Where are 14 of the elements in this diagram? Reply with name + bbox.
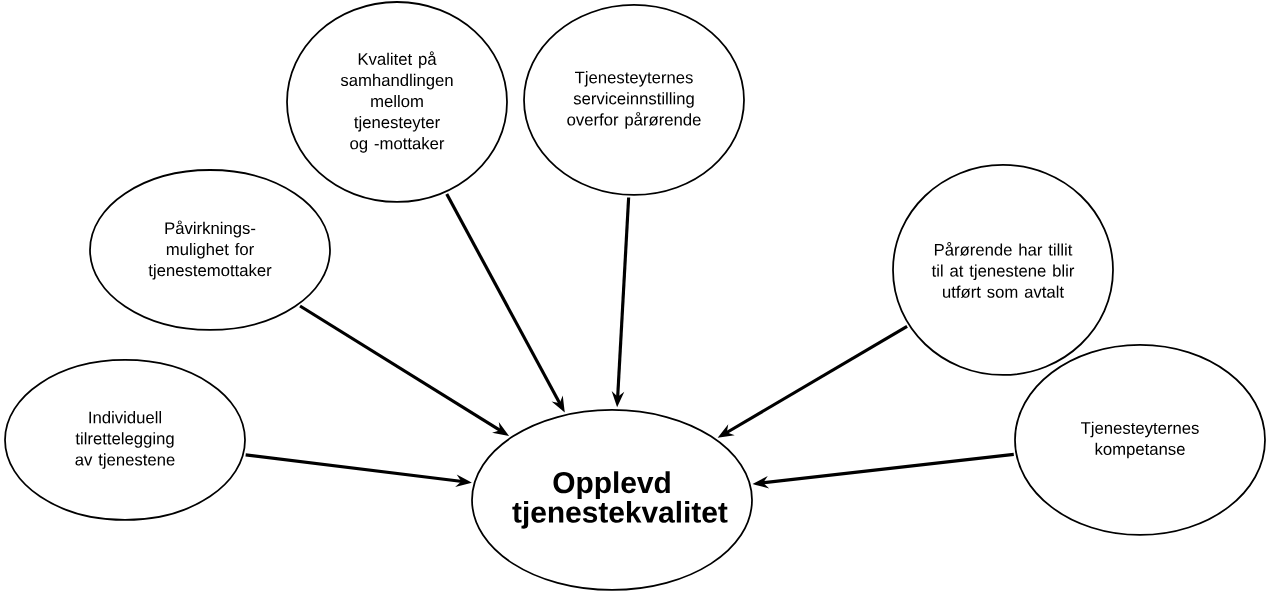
ellipse-node — [523, 4, 745, 196]
node-text: Kvalitet på samhandlingen mellom tjenesteyter og -mottaker — [340, 51, 453, 153]
ellipse-node — [471, 409, 753, 591]
ellipse-node — [89, 169, 331, 331]
ellipse-node — [892, 164, 1114, 376]
node-text: Tjenesteyternes serviceinnstilling overfor pårørende — [567, 71, 701, 129]
node-text: Tjenesteyternes kompetanse — [1081, 421, 1199, 459]
node-text: Individuell tilrettelegging av tjenestene — [75, 411, 175, 469]
ellipse-node — [4, 359, 246, 521]
node-text: Opplevd tjenestekvalitet — [512, 471, 728, 529]
node-text: Pårørende har tillit til at tjenestene blir utført som avtalt — [931, 242, 1075, 298]
node-text: Påvirknings-mulighet for tjenestemottaker — [148, 220, 272, 280]
ellipse-node — [1014, 344, 1266, 536]
ellipse-node — [286, 1, 508, 203]
